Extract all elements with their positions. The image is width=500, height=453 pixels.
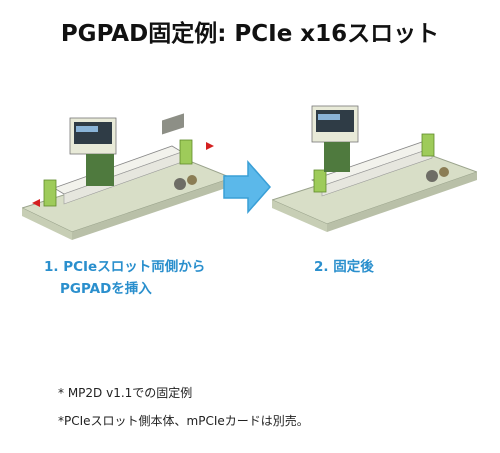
step1-caption-line2: PGPADを挿入	[60, 281, 152, 297]
page-title: PGPAD固定例: PCIe x16スロット	[60, 21, 440, 47]
step2-photo	[272, 105, 477, 232]
step2-caption: 2. 固定後	[314, 259, 374, 275]
step1-photo	[22, 113, 232, 240]
step1-caption-line1: 1. PCIeスロット両側から	[44, 259, 206, 275]
note-sold-separately: *PCIeスロット側本体、mPCIeカードは別売。	[58, 414, 309, 428]
arrow-right-icon	[223, 160, 271, 214]
step1-caption: 1. PCIeスロット両側から PGPADを挿入	[44, 256, 205, 300]
note-example: * MP2D v1.1での固定例	[58, 386, 193, 400]
